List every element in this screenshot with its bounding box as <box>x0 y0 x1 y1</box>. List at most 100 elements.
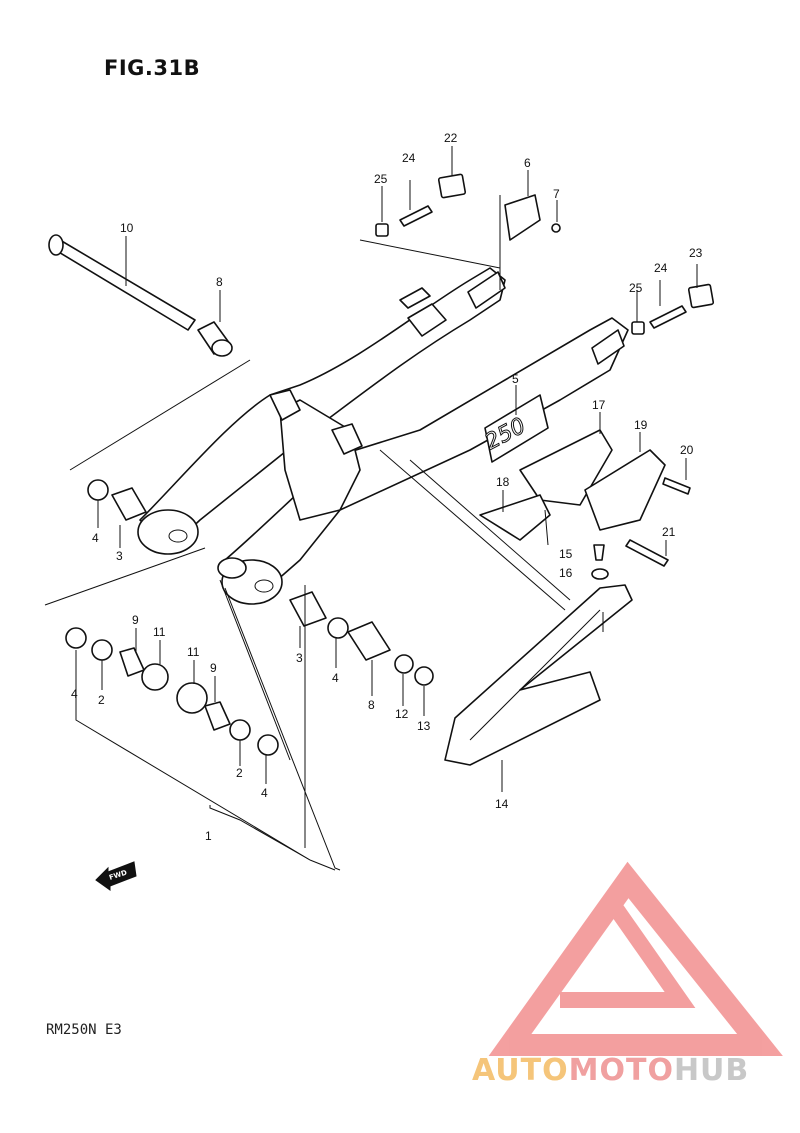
callout-21: 21 <box>662 525 676 539</box>
callout-2-b: 2 <box>236 766 243 780</box>
watermark-triangle-inner <box>560 895 696 1008</box>
callout-6: 6 <box>524 156 531 170</box>
callout-1: 1 <box>205 829 212 843</box>
callout-15: 15 <box>559 547 573 561</box>
guard-plate-19 <box>584 449 666 531</box>
axle-slot-right <box>591 329 625 365</box>
callout-4-a: 4 <box>92 531 99 545</box>
callout-24-a: 24 <box>402 151 416 165</box>
watermark-text-auto: AUTO <box>472 1053 569 1088</box>
chain-slider-groove <box>469 609 601 741</box>
decal-250: 250 <box>481 394 549 463</box>
chain-pad-block <box>407 303 447 337</box>
swingarm-pivot-bore-right <box>254 579 274 593</box>
pivot-shaft <box>51 239 196 331</box>
callout-19: 19 <box>634 418 648 432</box>
collar-8-lower <box>347 621 391 661</box>
seal-4-upper <box>87 479 109 501</box>
bearing-hardware <box>65 479 434 756</box>
top-hardware <box>375 173 715 580</box>
callout-24-b: 24 <box>654 261 668 275</box>
guard-plate-17 <box>519 429 613 506</box>
callout-14: 14 <box>495 797 509 811</box>
callout-8-a: 8 <box>216 275 223 289</box>
plate-23 <box>687 283 715 309</box>
callout-9-a: 9 <box>132 613 139 627</box>
bolt-24-b <box>649 305 687 329</box>
bracket-6 <box>504 194 541 241</box>
washer-16 <box>591 568 609 580</box>
callout-4-d: 4 <box>261 786 268 800</box>
watermark-triangle-outer <box>488 861 783 1056</box>
nut-25-a <box>375 223 389 237</box>
callout-7: 7 <box>553 187 560 201</box>
bolt-24-a <box>399 205 433 227</box>
plate-22 <box>437 173 467 199</box>
bush-9-b <box>204 701 231 731</box>
swingarm <box>137 267 629 605</box>
watermark-logo <box>488 861 783 1056</box>
callout-4-b: 4 <box>71 687 78 701</box>
callout-11-b: 11 <box>187 645 200 659</box>
pivot-collar-end <box>211 339 233 357</box>
washer-12 <box>394 654 414 674</box>
pivot-shaft-head <box>48 234 64 256</box>
swingarm-pivot-eye-left <box>137 509 199 555</box>
spacer-11-a <box>141 663 169 691</box>
seal-4-b <box>257 734 279 756</box>
swingarm-pivot-bracket <box>217 557 247 579</box>
leader-lines <box>44 146 698 871</box>
callout-18: 18 <box>496 475 510 489</box>
bolt-21 <box>625 539 669 567</box>
callout-2-a: 2 <box>98 693 105 707</box>
spacer-11-b <box>176 682 208 714</box>
callout-3-b: 3 <box>296 651 303 665</box>
bearing-3-upper <box>111 487 147 521</box>
callout-8-b: 8 <box>368 698 375 712</box>
swingarm-right-arm <box>224 317 629 596</box>
bush-9-a <box>119 647 145 677</box>
callout-17: 17 <box>592 398 606 412</box>
bolt-20 <box>662 477 691 495</box>
chain-pad-tab <box>399 287 431 309</box>
figure-title: FIG.31B <box>104 56 201 80</box>
callout-10: 10 <box>120 221 134 235</box>
pivot-shaft-assembly <box>48 234 233 357</box>
decal-plate <box>484 394 549 463</box>
nut-13 <box>414 666 434 686</box>
swingarm-pivot-bore-left <box>168 529 188 543</box>
swingarm-pivot-boss-right <box>331 423 363 455</box>
bearing-3-lower <box>289 591 327 627</box>
screw-7 <box>551 223 561 233</box>
callout-4-c: 4 <box>332 671 339 685</box>
callout-5: 5 <box>512 372 519 386</box>
washer-2-a <box>91 639 113 661</box>
callout-22: 22 <box>444 131 458 145</box>
callout-23: 23 <box>689 246 703 260</box>
callout-20: 20 <box>680 443 694 457</box>
callout-13: 13 <box>417 719 431 733</box>
seal-4-a <box>65 627 87 649</box>
screw-15 <box>593 544 605 561</box>
callout-9-b: 9 <box>210 661 217 675</box>
callout-11-a: 11 <box>153 625 166 639</box>
swingarm-pivot-boss-left <box>269 389 301 421</box>
callout-numbers: 1 2 2 3 3 4 4 4 4 5 6 7 8 8 9 9 10 11 11… <box>71 131 703 843</box>
callout-16: 16 <box>559 566 573 580</box>
watermark-text-hub: HUB <box>673 1053 750 1088</box>
watermark-text: AUTOMOTOHUB <box>472 1053 749 1088</box>
fwd-arrow: FWD <box>95 861 137 891</box>
chain-slider-body <box>444 584 633 766</box>
model-code: RM250N E3 <box>46 1022 122 1038</box>
washer-2-b <box>229 719 251 741</box>
callout-25-a: 25 <box>374 172 388 186</box>
nut-25-b <box>631 321 645 335</box>
axle-slot-left <box>467 271 506 309</box>
guard-bracket-18 <box>479 494 551 541</box>
chain-guard-plates <box>479 429 666 541</box>
chain-slider <box>444 584 633 766</box>
callout-3-a: 3 <box>116 549 123 563</box>
seal-4-c <box>327 617 349 639</box>
